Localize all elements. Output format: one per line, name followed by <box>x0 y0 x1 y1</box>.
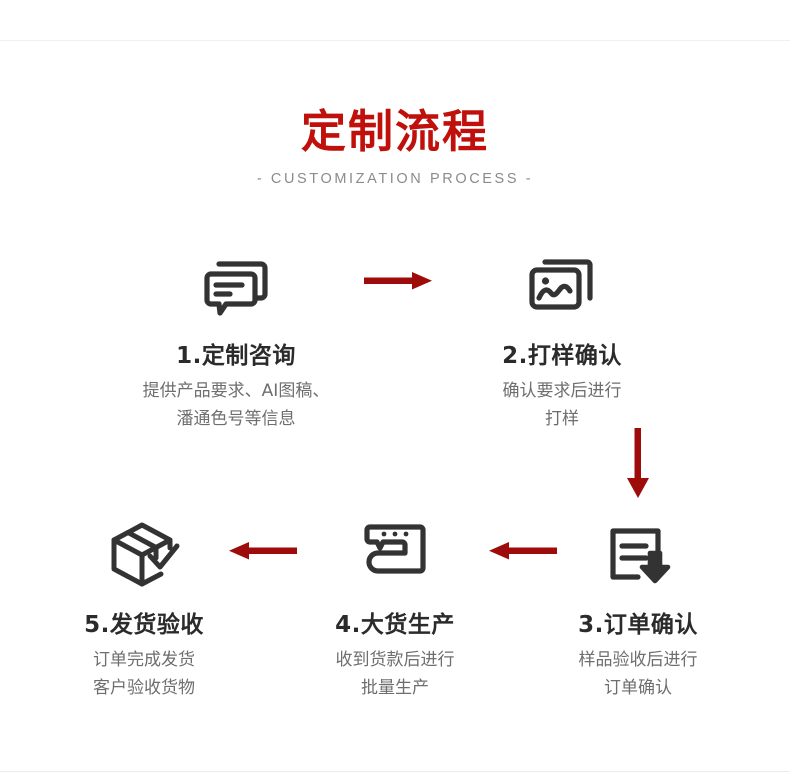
top-divider <box>0 40 790 41</box>
step-title-3: 3.订单确认 <box>578 612 698 638</box>
step-item-1: 1.定制咨询 提供产品要求、AI图稿、 潘通色号等信息 <box>121 243 351 433</box>
chat-bubbles-icon <box>121 243 351 327</box>
page-title: 定制流程 <box>300 105 489 158</box>
step-title-1: 1.定制咨询 <box>176 343 296 369</box>
step-title-5: 5.发货验收 <box>84 612 204 638</box>
heading-block: 定制流程 - CUSTOMIZATION PROCESS - <box>0 104 790 188</box>
step-item-3: 3.订单确认 样品验收后进行 订单确认 <box>523 512 753 702</box>
step-desc-3: 样品验收后进行 订单确认 <box>578 650 698 698</box>
document-download-icon <box>523 512 753 596</box>
step-title-4: 4.大货生产 <box>335 612 455 638</box>
arrow-step1-to-step2 <box>364 268 434 299</box>
arrow-step4-to-step5 <box>227 538 297 569</box>
image-photos-icon <box>447 243 677 327</box>
step-desc-2: 确认要求后进行 打样 <box>502 381 622 429</box>
bottom-divider <box>0 771 790 772</box>
arrow-step3-to-step4 <box>487 538 557 569</box>
box-check-icon <box>29 512 259 596</box>
step-item-5: 5.发货验收 订单完成发货 客户验收货物 <box>29 512 259 702</box>
step-item-2: 2.打样确认 确认要求后进行 打样 <box>447 243 677 433</box>
step-item-4: 4.大货生产 收到货款后进行 批量生产 <box>280 512 510 702</box>
sewing-machine-icon <box>280 512 510 596</box>
arrow-step2-to-step3 <box>622 428 654 505</box>
step-desc-4: 收到货款后进行 批量生产 <box>335 650 455 698</box>
step-desc-5: 订单完成发货 客户验收货物 <box>93 650 195 698</box>
step-title-2: 2.打样确认 <box>502 343 622 369</box>
page-subtitle: - CUSTOMIZATION PROCESS - <box>256 171 534 187</box>
step-desc-1: 提供产品要求、AI图稿、 潘通色号等信息 <box>142 381 330 429</box>
